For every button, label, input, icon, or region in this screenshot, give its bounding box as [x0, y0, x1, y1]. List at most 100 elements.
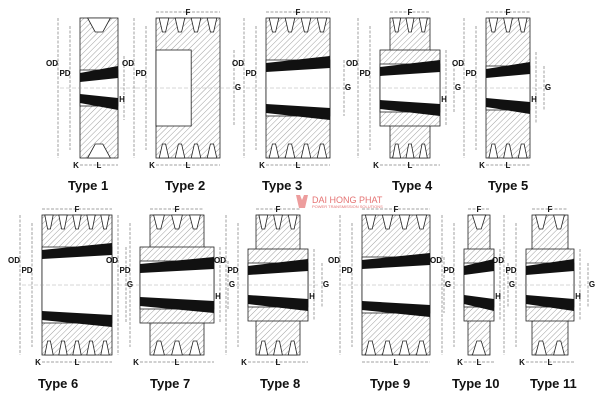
k-label: K	[373, 161, 379, 170]
k-label: K	[519, 358, 525, 367]
pd-label: PD	[59, 69, 70, 78]
bushing-top	[140, 257, 214, 273]
groove-bottom	[405, 143, 415, 159]
groove-top	[392, 17, 402, 33]
groove-bottom	[284, 143, 296, 159]
h-label: H	[531, 95, 537, 104]
h-label: H	[309, 292, 315, 301]
groove-bottom	[287, 340, 298, 356]
od-label: OD	[328, 256, 340, 265]
groove-top	[273, 214, 283, 230]
bushing-bottom	[140, 297, 214, 313]
f-label: F	[506, 8, 511, 17]
g-label: G	[323, 280, 329, 289]
f-label: F	[276, 205, 281, 214]
type-caption: Type 4	[392, 178, 433, 193]
groove-top	[268, 17, 280, 33]
l-label: L	[548, 358, 553, 367]
groove-top	[86, 17, 112, 33]
groove-bottom	[553, 340, 565, 356]
g-label: G	[509, 280, 515, 289]
bushing-top	[248, 259, 308, 275]
h-label: H	[215, 292, 221, 301]
groove-top	[58, 214, 68, 230]
pd-label: PD	[135, 69, 146, 78]
od-label: OD	[8, 256, 20, 265]
l-label: L	[506, 161, 511, 170]
l-label: L	[75, 358, 80, 367]
groove-top	[381, 214, 394, 230]
bushing-top	[380, 60, 440, 76]
k-label: K	[259, 161, 265, 170]
watermark-brand: DAI HONG PHAT	[312, 195, 383, 205]
g-label: G	[445, 280, 451, 289]
bushing-bottom	[266, 104, 330, 120]
watermark-tagline: POWER TRANSMISSION SOLUTIONS	[312, 204, 383, 209]
groove-bottom	[398, 340, 411, 356]
groove-top	[398, 214, 411, 230]
groove-bottom	[189, 340, 201, 356]
od-label: OD	[452, 59, 464, 68]
k-label: K	[149, 161, 155, 170]
groove-top	[44, 214, 54, 230]
type-caption: Type 2	[165, 178, 205, 193]
groove-top	[287, 214, 298, 230]
g-label: G	[229, 280, 235, 289]
pd-label: PD	[505, 266, 516, 275]
bushing-bottom	[464, 295, 494, 311]
groove-top	[364, 214, 377, 230]
groove-top	[488, 17, 499, 33]
groove-bottom	[153, 340, 165, 356]
f-label: F	[175, 205, 180, 214]
h-label: H	[119, 95, 125, 104]
bushing-top	[362, 253, 430, 269]
l-label: L	[394, 358, 399, 367]
f-label: F	[296, 8, 301, 17]
bushing-top	[266, 56, 330, 72]
g-label: G	[345, 83, 351, 92]
groove-bottom	[100, 340, 110, 356]
type-caption: Type 8	[260, 376, 300, 391]
groove-bottom	[158, 143, 170, 159]
l-label: L	[97, 161, 102, 170]
bushing-top	[526, 259, 574, 275]
type-caption: Type 3	[262, 178, 302, 193]
od-label: OD	[346, 59, 358, 68]
pd-label: PD	[359, 69, 370, 78]
l-label: L	[276, 358, 281, 367]
groove-bottom	[190, 143, 202, 159]
groove-bottom	[418, 143, 428, 159]
groove-bottom	[273, 340, 283, 356]
f-label: F	[548, 205, 553, 214]
od-label: OD	[492, 256, 504, 265]
od-label: OD	[122, 59, 134, 68]
l-label: L	[296, 161, 301, 170]
k-label: K	[457, 358, 463, 367]
groove-bottom	[268, 143, 280, 159]
groove-top	[415, 214, 428, 230]
groove-top	[190, 17, 202, 33]
l-label: L	[186, 161, 191, 170]
bushing-top	[486, 62, 530, 78]
groove-top	[517, 17, 528, 33]
groove-bottom	[86, 340, 96, 356]
groove-bottom	[535, 340, 547, 356]
od-label: OD	[430, 256, 442, 265]
bushing-bottom	[362, 301, 430, 317]
groove-bottom	[503, 143, 513, 159]
f-label: F	[477, 205, 482, 214]
type-caption: Type 9	[370, 376, 410, 391]
groove-top	[258, 214, 269, 230]
groove-bottom	[316, 143, 328, 159]
groove-top	[503, 17, 513, 33]
pd-label: PD	[465, 69, 476, 78]
